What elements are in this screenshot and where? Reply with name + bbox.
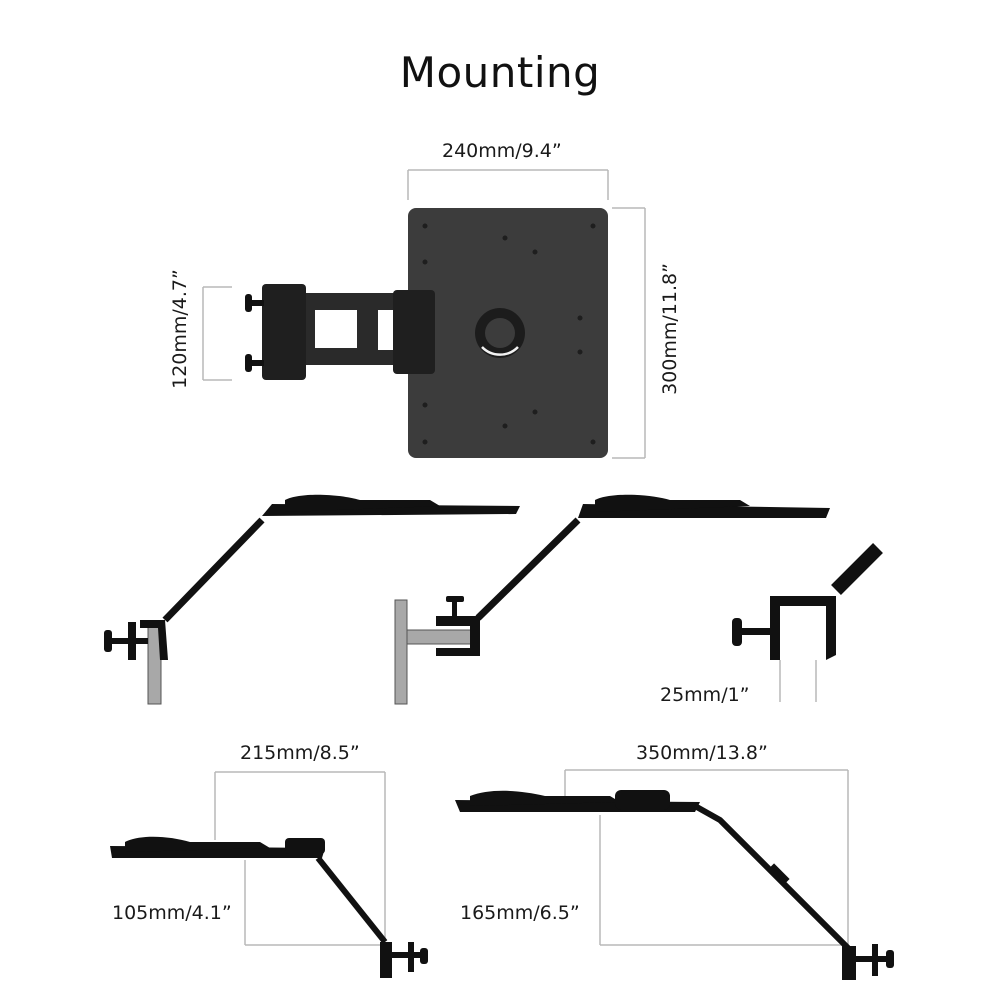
dimension-lines-top xyxy=(202,169,646,459)
dimension-label-left-drop: 105mm/4.1” xyxy=(112,902,232,924)
plate-holes xyxy=(422,223,596,445)
wall-post xyxy=(394,599,408,705)
arm-joint xyxy=(393,290,435,374)
clamp-block xyxy=(262,284,306,380)
dimension-label-right-reach: 350mm/13.8” xyxy=(636,742,768,764)
dimension-lines-bottom xyxy=(214,769,849,950)
dimension-label-arm-height: 120mm/4.7” xyxy=(169,269,191,389)
side-view-clamp-detail xyxy=(732,543,883,702)
side-view-wall-bracket xyxy=(394,494,830,705)
dimension-label-left-reach: 215mm/8.5” xyxy=(240,742,360,764)
dimension-label-top-height: 300mm/11.8” xyxy=(659,263,681,395)
bracket-arm xyxy=(406,629,476,645)
dimension-label-right-drop: 165mm/6.5” xyxy=(460,902,580,924)
dimension-label-top-width: 240mm/9.4” xyxy=(442,140,562,162)
page-title: Mounting xyxy=(399,48,601,97)
top-view xyxy=(202,169,646,459)
bottom-view-long xyxy=(455,790,894,980)
side-view-desk-clamp xyxy=(104,494,520,705)
dimension-label-clamp-gap: 25mm/1” xyxy=(660,684,750,706)
bottom-view-short xyxy=(110,836,428,978)
clamp-knobs xyxy=(245,294,264,372)
